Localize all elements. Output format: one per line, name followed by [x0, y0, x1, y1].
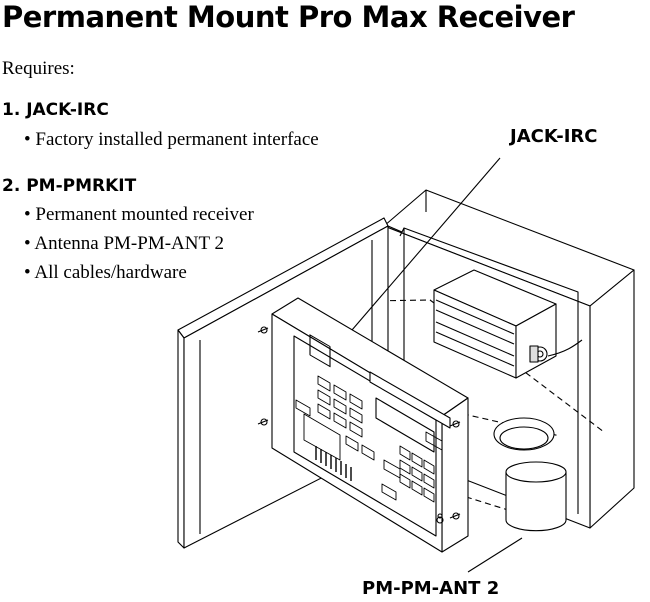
bullet-cables: • All cables/hardware	[24, 262, 187, 283]
bullet-antenna: • Antenna PM-PM-ANT 2	[24, 233, 225, 254]
mounting-screws	[257, 326, 461, 524]
leader-antenna	[467, 537, 523, 573]
receiver-module	[433, 269, 583, 379]
leader-jack-irc	[351, 157, 501, 331]
item-heading-jack-irc: 1. JACK-IRC	[2, 100, 109, 120]
bullet-factory-interface: • Factory installed permanent interface	[24, 129, 319, 150]
callout-jack-irc: JACK-IRC	[510, 126, 598, 147]
control-panel	[271, 297, 469, 553]
requires-label: Requires:	[2, 58, 75, 79]
item-heading-pm-pmrkit: 2. PM-PMRKIT	[2, 176, 137, 196]
bullet-receiver: • Permanent mounted receiver	[24, 204, 254, 225]
antenna	[493, 417, 567, 532]
callout-antenna: PM-PM-ANT 2	[362, 578, 500, 599]
page-title: Permanent Mount Pro Max Receiver	[2, 0, 575, 34]
